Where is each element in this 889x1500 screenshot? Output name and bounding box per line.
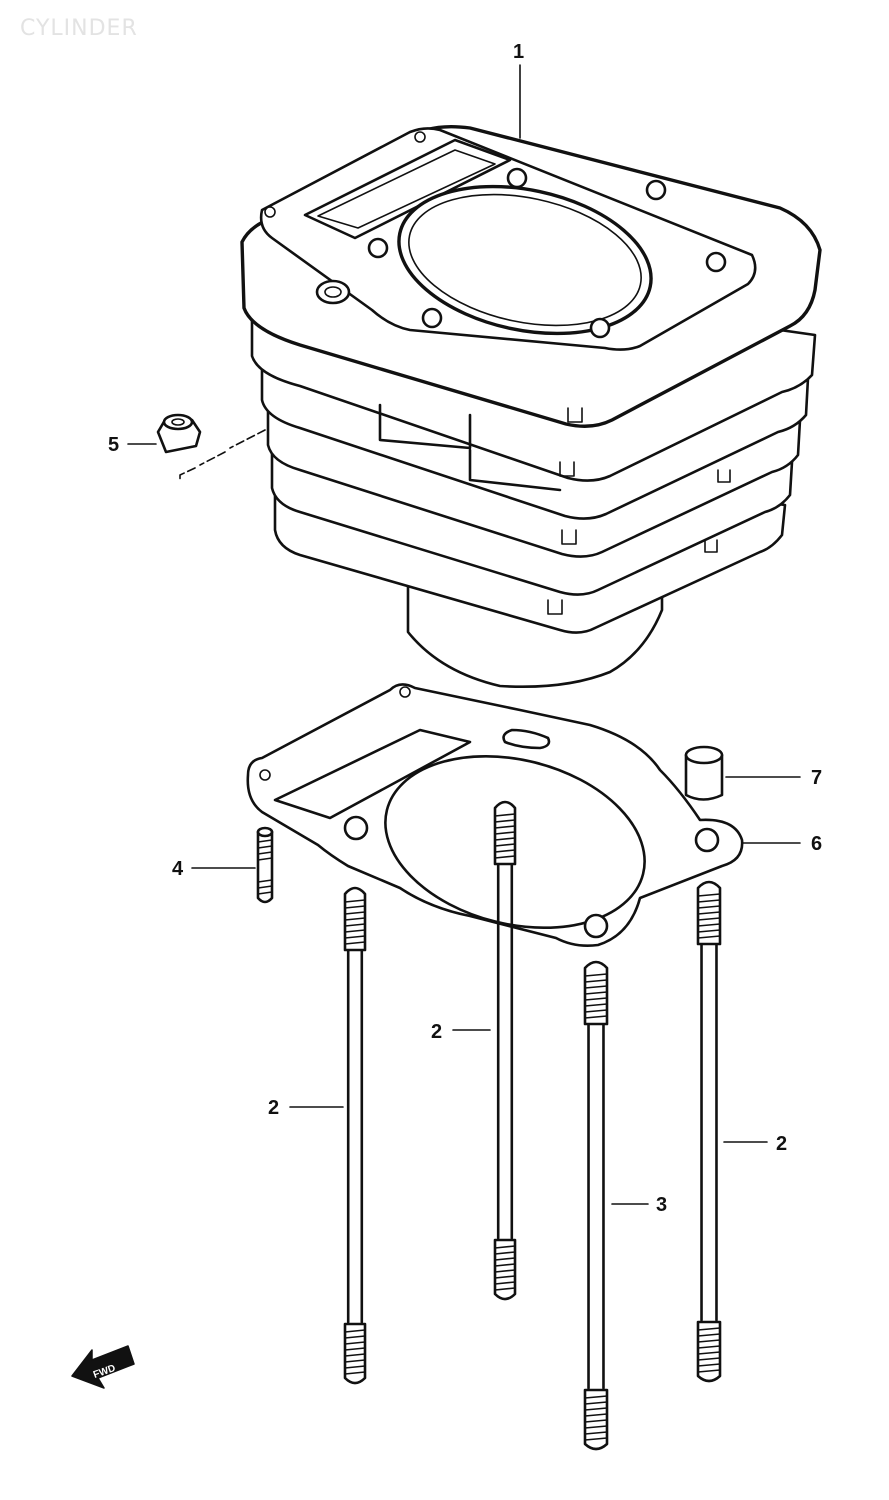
callout-4: 4 [172, 858, 184, 880]
callout-numbers: 1 5 4 7 6 2 2 3 2 [108, 41, 822, 1216]
leader-lines [127, 64, 801, 1205]
callout-2-left: 2 [268, 1097, 279, 1119]
callout-7: 7 [811, 767, 822, 789]
callout-5: 5 [108, 434, 119, 456]
stud-bolts [343, 800, 722, 1451]
callout-3: 3 [656, 1194, 667, 1216]
cylinder-part[interactable] [240, 124, 822, 689]
front-arrow-icon: FWD [71, 1345, 135, 1389]
dowel-pin-part[interactable] [684, 745, 724, 801]
stud-bolt-front[interactable] [583, 960, 609, 1451]
stud-bolt-left[interactable] [343, 886, 367, 1385]
callout-6: 6 [811, 833, 822, 855]
stud-bolt-right[interactable] [696, 880, 722, 1383]
diagram-title: CYLINDER [20, 16, 138, 41]
callout-2-center: 2 [431, 1021, 442, 1043]
callout-2-right: 2 [776, 1133, 787, 1155]
nut-part[interactable] [156, 413, 202, 454]
short-stud-part[interactable] [256, 826, 274, 904]
callout-1: 1 [513, 41, 524, 63]
stud-bolt-center[interactable] [493, 800, 517, 1301]
